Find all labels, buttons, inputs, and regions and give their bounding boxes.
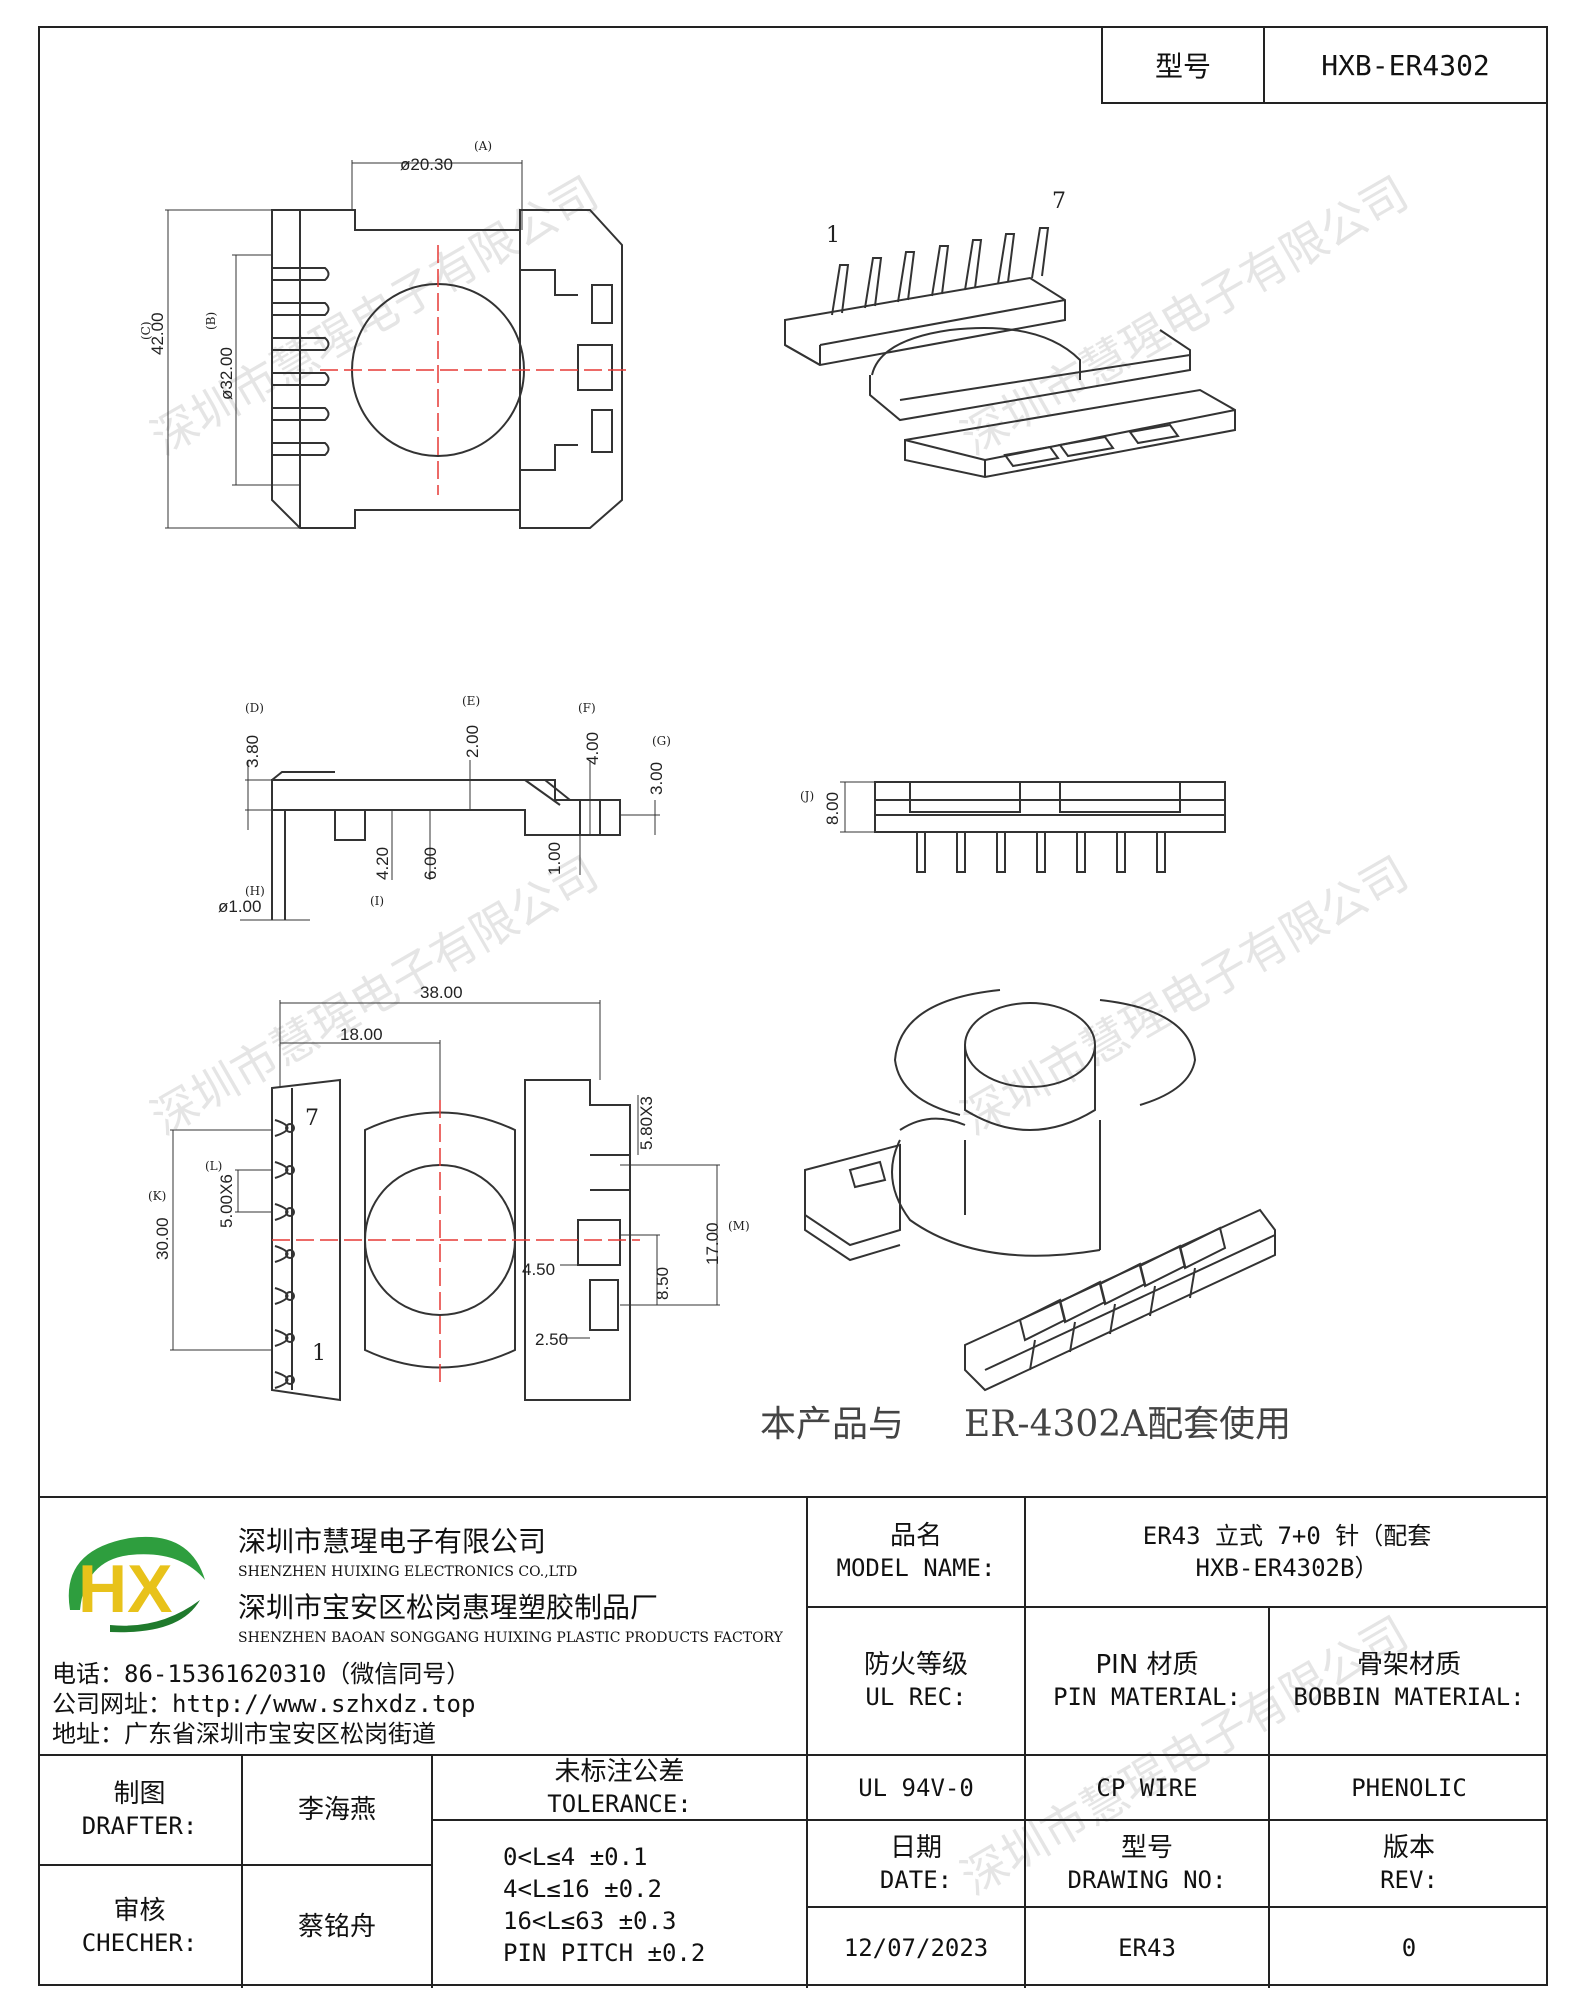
dim-i1: 4.20: [373, 847, 392, 880]
dim-38: 38.00: [420, 983, 463, 1002]
checker-label: 审核 CHECHER:: [38, 1866, 243, 1988]
bobbin-material-value: PHENOLIC: [1270, 1756, 1548, 1821]
bobbin-material-label: 骨架材质 BOBBIN MATERIAL:: [1270, 1608, 1548, 1756]
dim-i-tag: (I): [370, 894, 384, 908]
dim-l-tag: (L): [205, 1159, 222, 1173]
iso-view-top: [784, 227, 1236, 479]
fire-rating-value: UL 94V-0: [808, 1756, 1026, 1821]
dim-b-tag: (B): [204, 312, 218, 330]
model-label: 型号: [1103, 28, 1265, 102]
company-name-en: SHENZHEN HUIXING ELECTRONICS CO.,LTD: [238, 1564, 578, 1580]
dim-f-tag: (F): [578, 701, 596, 715]
iso-view-bottom: [804, 989, 1276, 1392]
tolerance-row: 4<L≤16 ±0.2: [503, 1874, 662, 1903]
pin-material-label: PIN 材质 PIN MATERIAL:: [1026, 1608, 1270, 1756]
factory-name-cn: 深圳市宝安区松岗惠瑆塑胶制品厂: [238, 1591, 659, 1624]
drawing-frame: 型号 HXB-ER4302: [38, 26, 1548, 1986]
logo-letters: HX: [78, 1551, 172, 1627]
bottom-view: [170, 1000, 720, 1402]
note-part2: ER-4302A配套使用: [964, 1404, 1292, 1445]
dim-m: 17.00: [703, 1222, 722, 1265]
model-number-box: 型号 HXB-ER4302: [1101, 26, 1548, 104]
front-view: [840, 781, 1226, 873]
dim-4-50: 4.50: [522, 1260, 555, 1279]
dim-5-80: 5.80X3: [637, 1096, 656, 1150]
front-view-pins: [916, 831, 1166, 873]
dim-j: 8.00: [823, 792, 842, 825]
dim-e: 2.00: [463, 725, 482, 758]
top-view: [165, 160, 623, 529]
dim-f: 4.00: [583, 732, 602, 765]
dim-h-tag: (H): [245, 884, 265, 898]
model-name-value: ER43 立式 7+0 针（配套 HXB-ER4302B）: [1026, 1498, 1548, 1608]
tolerance-label: 未标注公差 TOLERANCE:: [433, 1756, 808, 1821]
checker-value: 蔡铭舟: [243, 1866, 433, 1988]
compatibility-note: 本产品与 ER-4302A配套使用: [760, 1395, 1291, 1447]
dim-d-tag: (D): [245, 701, 264, 715]
tolerance-row: 16<L≤63 ±0.3: [503, 1906, 677, 1935]
pin-label-first: 1: [826, 223, 840, 248]
drafter-value: 李海燕: [243, 1756, 433, 1866]
dim-k: 30.00: [153, 1217, 172, 1260]
pin-label-1: 1: [312, 1341, 326, 1366]
dim-j-tag: (J): [800, 789, 814, 803]
tolerance-table: 0<L≤4 ±0.1 4<L≤16 ±0.2 16<L≤63 ±0.3 PIN …: [433, 1821, 808, 1988]
dim-h: ø1.00: [218, 897, 261, 916]
dim-a-tag: (A): [474, 139, 492, 153]
iso-top-pins: [831, 227, 1050, 316]
iso-bottom-pins: [1018, 1226, 1227, 1371]
dim-c-tag: (C): [139, 321, 153, 340]
dim-18: 18.00: [340, 1025, 383, 1044]
note-part1: 本产品与: [760, 1404, 905, 1445]
pin-material-value: CP WIRE: [1026, 1756, 1270, 1821]
company-address: 地址：广东省深圳市宝安区松岗街道: [52, 1720, 436, 1748]
top-view-pin-slots: [272, 267, 330, 456]
pin-label-last: 7: [1052, 189, 1066, 214]
revision-value: 0: [1401, 1934, 1417, 1962]
dim-l: 5.00X6: [217, 1174, 236, 1228]
dim-a: ø20.30: [400, 155, 453, 174]
tolerance-row: 0<L≤4 ±0.1: [503, 1842, 648, 1871]
date-value: 12/07/2023: [808, 1908, 1026, 1988]
drawing-no-label: 型号 DRAWING NO:: [1026, 1821, 1270, 1908]
model-name-label: 品名 MODEL NAME:: [808, 1498, 1026, 1608]
company-name-cn: 深圳市慧瑆电子有限公司: [238, 1525, 547, 1558]
dim-i2: 6.00: [421, 847, 440, 880]
company-logo-icon: HX: [68, 1536, 205, 1633]
pin-label-7: 7: [305, 1106, 319, 1131]
bottom-view-pin-slots: [274, 1119, 295, 1389]
factory-name-en: SHENZHEN BAOAN SONGGANG HUIXING PLASTIC …: [238, 1630, 783, 1646]
side-view: [240, 760, 660, 921]
revision-label: 版本 REV:: [1270, 1821, 1548, 1908]
technical-drawing: ø20.30 (A) 42.00 (C) ø32.00 (B) 1 7 3.80…: [139, 139, 1276, 1402]
company-website: 公司网址：http://www.szhxdz.top: [52, 1690, 476, 1718]
dim-g: 3.00: [647, 762, 666, 795]
dim-g-tag: (G): [652, 734, 671, 748]
dim-8-50: 8.50: [653, 1267, 672, 1300]
model-value: HXB-ER4302: [1321, 48, 1490, 82]
dim-one: 1.00: [545, 842, 564, 875]
dim-e-tag: (E): [462, 694, 480, 708]
company-phone: 电话：86-15361620310（微信同号）: [52, 1660, 471, 1688]
fire-rating-label: 防火等级 UL REC:: [808, 1608, 1026, 1756]
dim-m-tag: (M): [728, 1219, 750, 1233]
date-label: 日期 DATE:: [808, 1821, 1026, 1908]
dim-2-50: 2.50: [535, 1330, 568, 1349]
company-info: HX 深圳市慧瑆电子有限公司 SHENZHEN HUIXING ELECTRON…: [38, 1498, 808, 1756]
title-block: HX 深圳市慧瑆电子有限公司 SHENZHEN HUIXING ELECTRON…: [38, 1496, 1548, 1988]
dim-k-tag: (K): [148, 1189, 166, 1203]
dim-b: ø32.00: [217, 347, 236, 400]
dim-d: 3.80: [243, 735, 262, 768]
tolerance-row: PIN PITCH ±0.2: [503, 1938, 706, 1967]
dimension-labels: ø20.30 (A) 42.00 (C) ø32.00 (B) 1 7 3.80…: [139, 139, 1066, 1366]
drawing-no-value: ER43: [1026, 1908, 1270, 1988]
drafter-label: 制图 DRAFTER:: [38, 1756, 243, 1866]
dim-c: 42.00: [148, 312, 167, 355]
